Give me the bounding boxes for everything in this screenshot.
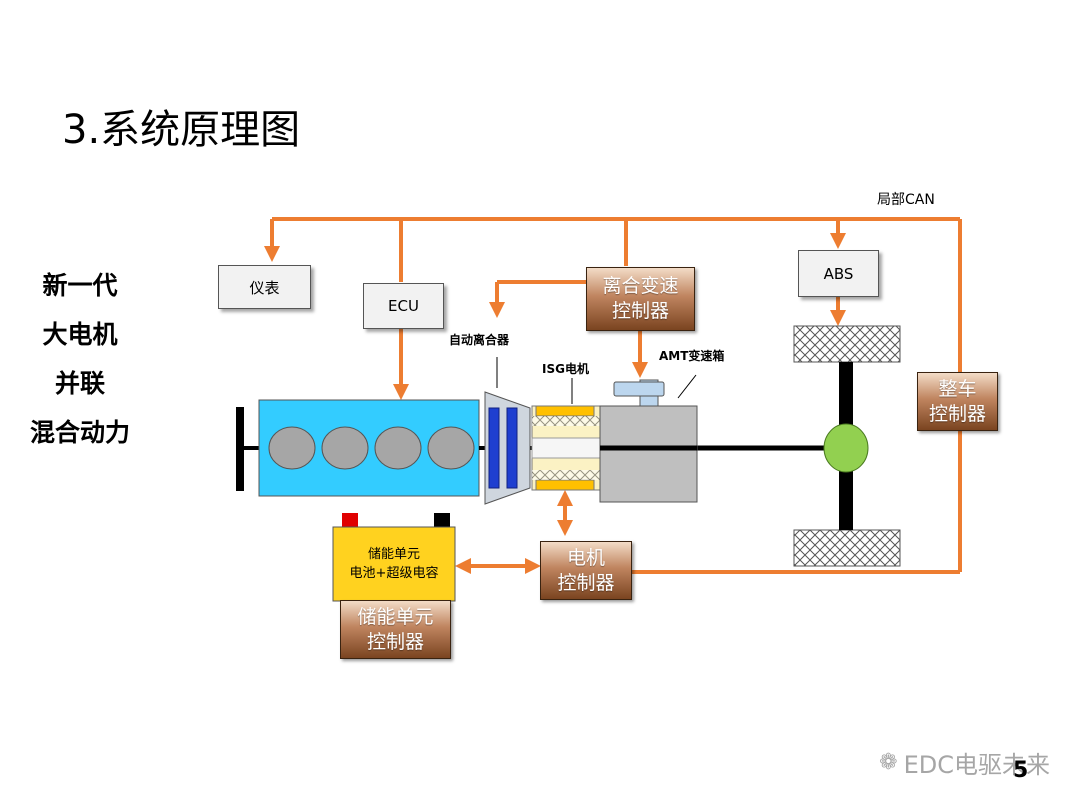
battery: [332, 513, 456, 602]
watermark-text: EDC电驱未来: [903, 751, 1050, 779]
clutch-tcu-box: 离合变速 控制器: [586, 267, 695, 331]
abs-label: ABS: [823, 264, 854, 283]
mcu-label-2: 控制器: [557, 571, 615, 594]
clutch-label: 自动离合器: [449, 333, 510, 347]
page-title: 3.系统原理图: [62, 107, 301, 153]
vcu-label-1: 整车: [938, 377, 977, 400]
clutch-tcu-label-1: 离合变速: [602, 275, 679, 297]
page-number: 5: [1013, 758, 1029, 783]
storage-label-2: 电池+超级电容: [349, 566, 439, 581]
can-label: 局部CAN: [877, 192, 935, 208]
abs-box: ABS: [798, 250, 879, 297]
instrument-box: 仪表: [218, 265, 311, 309]
engine: [258, 399, 480, 497]
watermark: ❁ EDC电驱未来: [879, 745, 1050, 780]
ecu-label: ECU: [388, 297, 419, 315]
clutch-tcu-label-2: 控制器: [611, 300, 669, 322]
esu-controller-box: 储能单元 控制器: [340, 600, 451, 659]
ecu-box: ECU: [363, 283, 444, 329]
side-label-2: 大电机: [42, 320, 118, 349]
storage-label-1: 储能单元: [367, 547, 420, 562]
instrument-label: 仪表: [249, 278, 280, 297]
amt-label: AMT变速箱: [659, 349, 725, 363]
side-label-4: 混合动力: [29, 418, 130, 447]
vcu-label-2: 控制器: [928, 402, 986, 425]
mcu-box: 电机 控制器: [540, 541, 632, 600]
mcu-label-1: 电机: [566, 546, 605, 569]
isg-motor: [531, 405, 601, 491]
vcu-box: 整车 控制器: [917, 372, 998, 431]
esu-controller-label-1: 储能单元: [357, 605, 434, 628]
axle: [793, 325, 901, 567]
can-bus: [264, 217, 962, 574]
side-label-3: 并联: [54, 369, 105, 398]
storage-unit-text: 储能单元 电池+超级电容: [333, 545, 455, 583]
clutch: [484, 391, 531, 505]
flywheel: [236, 407, 244, 491]
esu-controller-label-2: 控制器: [366, 630, 424, 653]
amt-gearbox: [599, 379, 698, 503]
isg-label: ISG电机: [542, 362, 589, 376]
wechat-icon: ❁: [879, 750, 898, 775]
side-label-1: 新一代: [42, 271, 118, 300]
